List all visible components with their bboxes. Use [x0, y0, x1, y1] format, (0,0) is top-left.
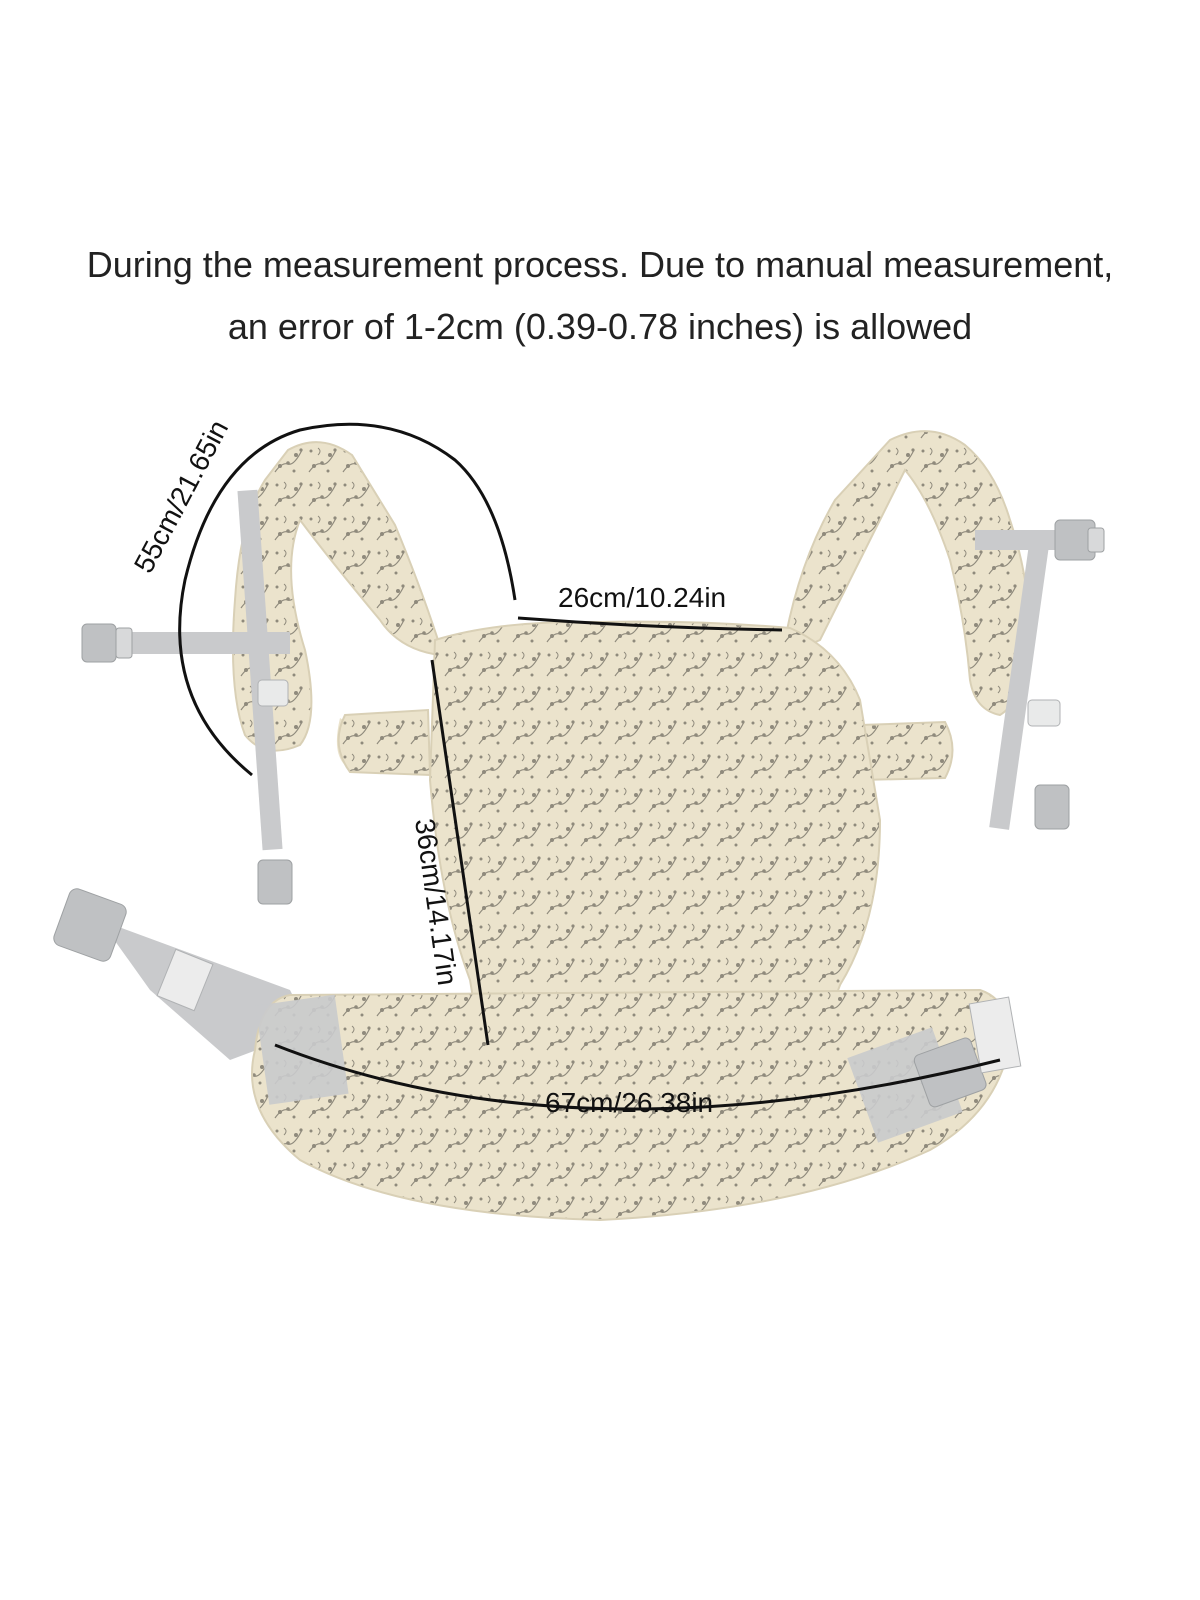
measurement-lines — [178, 422, 1001, 1111]
buckle-icon — [1034, 784, 1070, 830]
caption-line-1: During the measurement process. Due to m… — [86, 244, 1114, 285]
right-shoulder-strap — [783, 430, 1105, 830]
top-width-label: 26cm/10.24in — [558, 582, 726, 613]
caption-line-2: an error of 1-2cm (0.39-0.78 inches) is … — [227, 306, 973, 347]
buckle-icon — [257, 859, 293, 905]
buckle-icon — [53, 888, 127, 962]
left-shoulder-strap — [81, 441, 442, 905]
waist-belt-label: 67cm/26.38in — [545, 1087, 713, 1118]
buckle-icon — [1054, 519, 1105, 561]
buckle-icon — [81, 623, 133, 663]
carrier-body-panel — [336, 620, 954, 1041]
waist-belt — [53, 888, 1022, 1222]
